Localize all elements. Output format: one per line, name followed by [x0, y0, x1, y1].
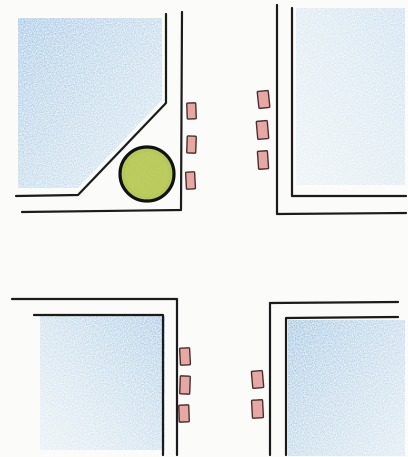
- wall-top-left-inner: [14, 12, 168, 198]
- wall-bottom-right-inner: [284, 315, 400, 457]
- rectangular-post-icon: [179, 375, 191, 395]
- rectangular-post-icon: [256, 150, 270, 170]
- rectangular-post-icon: [186, 135, 197, 154]
- rectangular-post-icon: [178, 404, 190, 423]
- rectangular-post-icon: [186, 102, 197, 120]
- rectangular-post-icon: [255, 119, 270, 141]
- round-shrub-icon: [118, 145, 176, 203]
- rectangular-post-icon: [178, 347, 192, 366]
- walls: [10, 3, 408, 457]
- posts: [178, 89, 271, 423]
- wall-bottom-left-outer: [10, 297, 179, 457]
- wall-top-right-outer: [275, 3, 408, 216]
- wall-top-left-outer: [20, 10, 184, 214]
- rectangular-post-icon: [250, 369, 265, 390]
- water-top-right: [296, 8, 405, 185]
- water-top-left: [18, 18, 162, 188]
- wall-bottom-right-outer: [268, 300, 400, 457]
- wall-top-right-inner: [290, 6, 408, 198]
- rectangular-post-icon: [250, 399, 265, 419]
- water-regions: [18, 8, 405, 456]
- rectangular-post-icon: [184, 171, 197, 190]
- water-bottom-right: [288, 320, 405, 456]
- wall-bottom-left-inner: [32, 313, 165, 457]
- water-bottom-left: [40, 316, 165, 450]
- rectangular-post-icon: [256, 89, 271, 110]
